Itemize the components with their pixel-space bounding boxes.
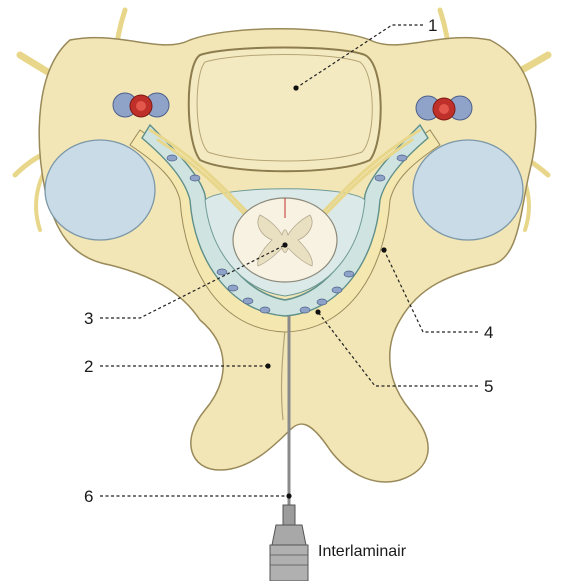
vertebral-vessels-left xyxy=(113,93,169,117)
callout-2: 2 xyxy=(84,357,93,376)
callout-5: 5 xyxy=(484,377,493,396)
callout-4: 4 xyxy=(484,323,493,342)
callout-1: 1 xyxy=(428,16,437,35)
callout-6: 6 xyxy=(84,487,93,506)
vertebral-body xyxy=(189,48,381,172)
spinal-cord xyxy=(233,198,337,282)
callout-3: 3 xyxy=(84,309,93,328)
vertebral-vessels-right xyxy=(416,96,472,120)
needle-label: Interlaminair xyxy=(318,543,407,560)
